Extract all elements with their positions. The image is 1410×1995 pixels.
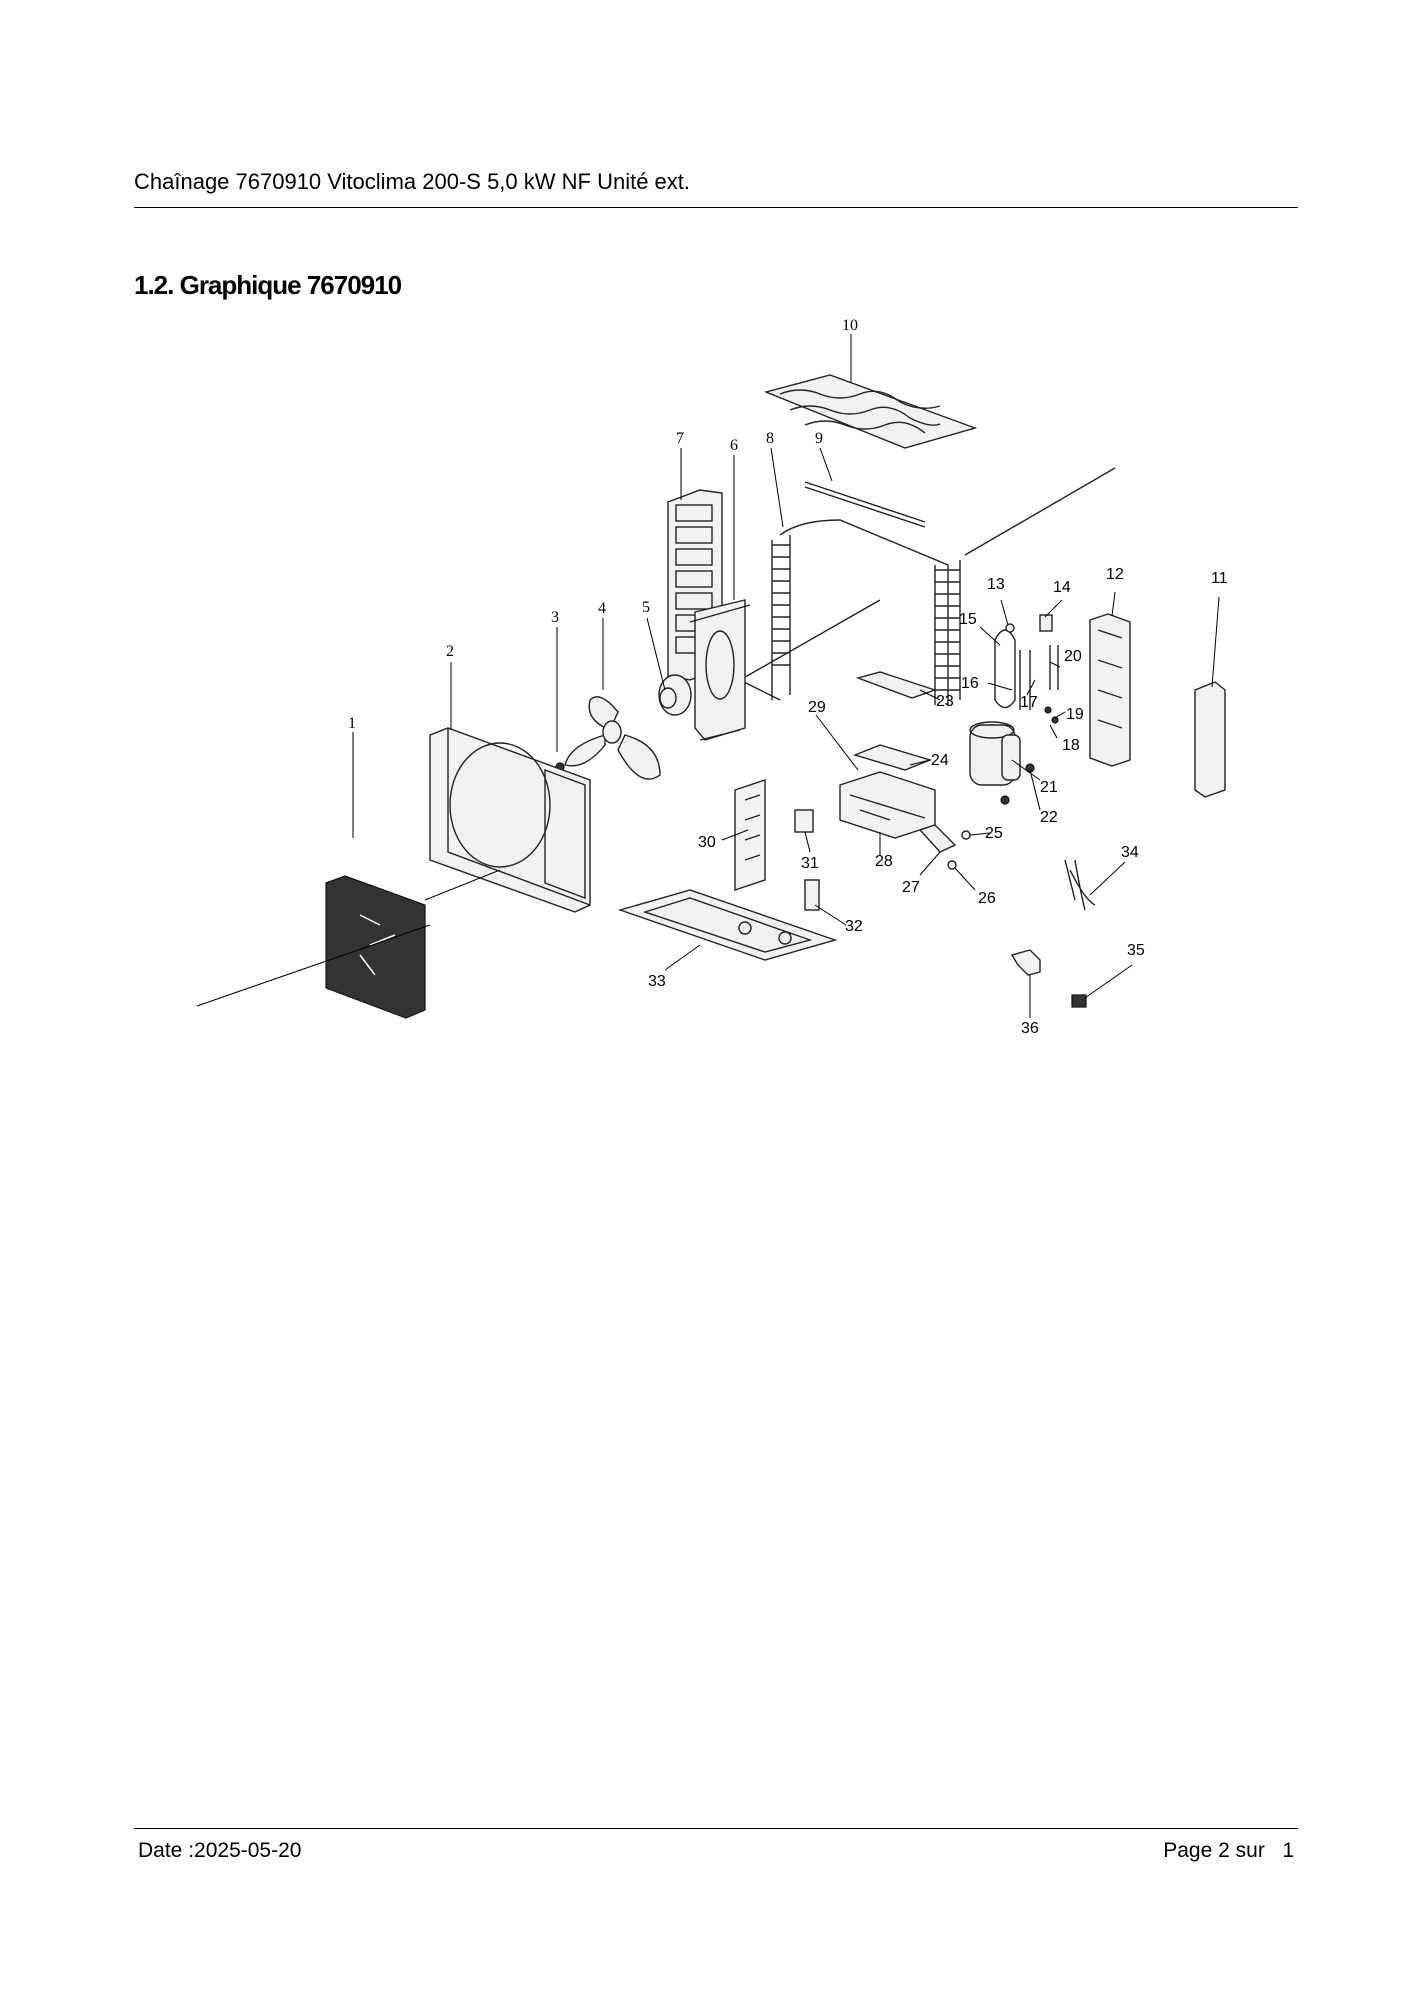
callout-23: 23 bbox=[936, 693, 954, 710]
callout-32: 32 bbox=[845, 918, 863, 935]
callout-7: 7 bbox=[676, 430, 684, 447]
part-valve-fittings bbox=[918, 824, 971, 870]
callout-31: 31 bbox=[801, 855, 819, 872]
callout-26: 26 bbox=[978, 890, 996, 907]
callout-35: 35 bbox=[1127, 942, 1145, 959]
part-electrical-box bbox=[839, 744, 936, 839]
callout-24: 24 bbox=[931, 752, 949, 769]
footer-page-number: Page 2 sur 1 bbox=[1163, 1839, 1294, 1862]
callout-2: 2 bbox=[446, 643, 454, 660]
callout-16: 16 bbox=[961, 675, 979, 692]
exploded-parts-diagram: 1 2 3 4 5 6 7 8 9 10 11 12 13 14 15 16 1… bbox=[196, 317, 1228, 1037]
document-header-title: Chaînage 7670910 Vitoclima 200-S 5,0 kW … bbox=[134, 169, 691, 194]
callout-9: 9 bbox=[815, 430, 823, 447]
part-condenser-coil bbox=[739, 467, 1116, 705]
callout-20: 20 bbox=[1064, 648, 1082, 665]
callout-33: 33 bbox=[648, 973, 666, 990]
part-base-tray bbox=[617, 889, 838, 961]
callout-5: 5 bbox=[642, 599, 650, 616]
callout-34: 34 bbox=[1121, 844, 1139, 861]
header-divider bbox=[134, 207, 1298, 208]
part-valve-assembly bbox=[994, 614, 1059, 724]
part-corner-cover bbox=[1194, 681, 1226, 798]
callout-29: 29 bbox=[808, 699, 826, 716]
footer-divider bbox=[134, 1828, 1298, 1829]
part-sensor bbox=[1071, 994, 1087, 1008]
callout-14: 14 bbox=[1053, 579, 1071, 596]
part-compressor bbox=[969, 721, 1035, 805]
callout-19: 19 bbox=[1066, 706, 1084, 723]
callout-1: 1 bbox=[348, 715, 356, 732]
part-motor-bracket bbox=[689, 599, 751, 741]
callout-22: 22 bbox=[1040, 809, 1058, 826]
callout-labels: 1 2 3 4 5 6 7 8 9 10 11 12 13 14 15 16 1… bbox=[348, 317, 1228, 1037]
part-plate bbox=[855, 671, 938, 699]
part-partition bbox=[734, 779, 814, 891]
callout-25: 25 bbox=[985, 825, 1003, 842]
part-drain-plug bbox=[1010, 949, 1041, 976]
part-right-side-panel bbox=[1089, 613, 1131, 767]
part-fan-blade bbox=[564, 696, 661, 780]
part-top-cover bbox=[763, 374, 978, 449]
callout-17: 17 bbox=[1020, 694, 1038, 711]
footer-date: Date :2025-05-20 bbox=[138, 1839, 302, 1862]
callout-8: 8 bbox=[766, 430, 774, 447]
part-front-grille bbox=[325, 875, 426, 1019]
callout-30: 30 bbox=[698, 834, 716, 851]
callout-36: 36 bbox=[1021, 1020, 1039, 1037]
callout-10: 10 bbox=[842, 317, 858, 334]
callout-27: 27 bbox=[902, 879, 920, 896]
callout-4: 4 bbox=[598, 600, 606, 617]
callout-3: 3 bbox=[551, 609, 559, 626]
callout-12: 12 bbox=[1106, 566, 1124, 583]
section-heading: 1.2. Graphique 7670910 bbox=[134, 270, 402, 300]
callout-6: 6 bbox=[730, 437, 738, 454]
callout-21: 21 bbox=[1040, 779, 1058, 796]
part-fan-motor bbox=[658, 674, 692, 716]
callout-28: 28 bbox=[875, 853, 893, 870]
part-wire bbox=[1064, 859, 1096, 911]
callout-leader-lines bbox=[196, 334, 1220, 1018]
callout-15: 15 bbox=[959, 611, 977, 628]
callout-13: 13 bbox=[987, 576, 1005, 593]
callout-18: 18 bbox=[1062, 737, 1080, 754]
callout-11: 11 bbox=[1211, 570, 1228, 587]
part-front-panel bbox=[429, 727, 591, 913]
part-terminal bbox=[804, 879, 820, 911]
part-rail bbox=[804, 481, 926, 523]
